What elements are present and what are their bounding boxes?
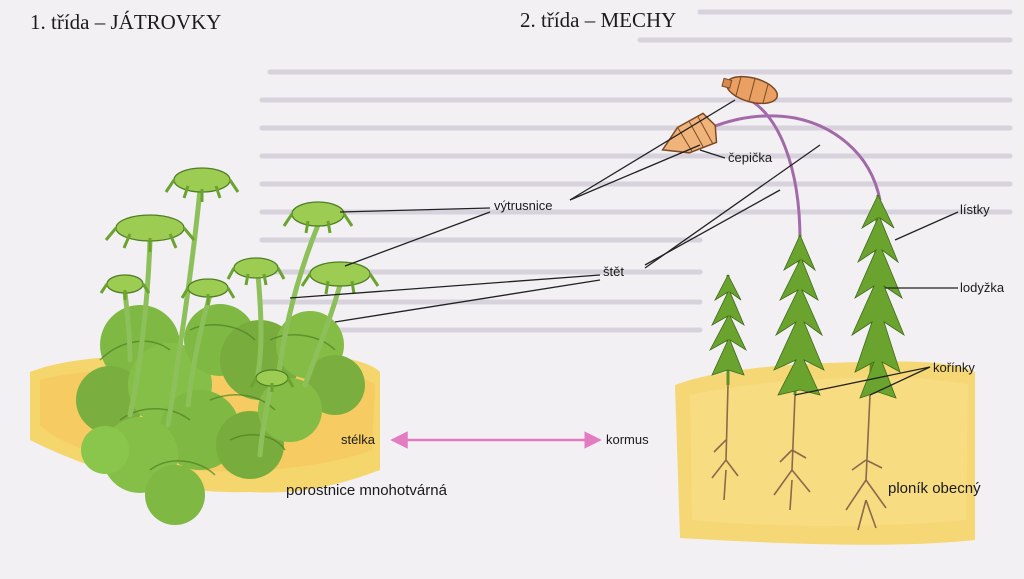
moss-leaves [709,194,905,399]
moss-capsules [661,75,779,154]
moss-seta [709,93,882,241]
leader-lines [289,99,959,396]
label-kormus: kormus [606,432,649,447]
label-stelka: stélka [341,432,375,447]
label-korinky: kořínky [933,360,975,375]
species-moss: ploník obecný [888,480,981,497]
liverwort-stalks [122,187,343,458]
moss-rhizoids [711,384,887,531]
label-stet: štět [603,264,624,279]
liverwort-umbrellas [99,167,380,392]
heading-mosses: 2. třída – MECHY [520,8,677,32]
heading-liverworts: 1. třída – JÁTROVKY [30,10,222,34]
label-cepicka: čepička [728,150,773,165]
label-lodyzka: lodyžka [960,280,1005,295]
label-listky: lístky [960,202,990,217]
moss-soil [675,361,975,545]
species-liverwort: porostnice mnohotvárná [286,482,447,499]
label-vytrusnice: výtrusnice [494,198,553,213]
